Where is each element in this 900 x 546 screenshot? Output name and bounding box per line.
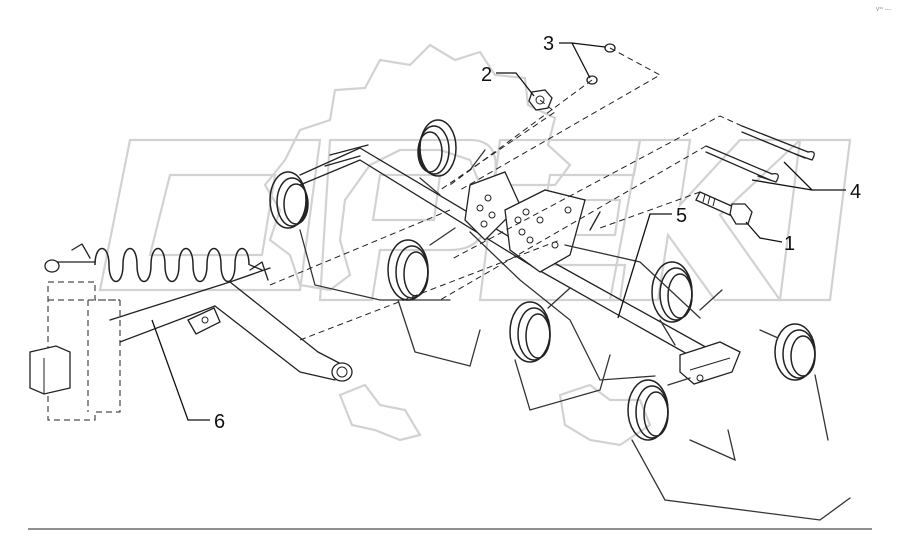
watermark-gear: [263, 43, 652, 447]
mounting-bracket: [29, 281, 121, 421]
tine-wire: [469, 231, 656, 381]
tine-coil: [759, 323, 829, 441]
callout-4: 4: [850, 181, 861, 203]
tine-wire: [564, 244, 701, 319]
callout-1: 1: [784, 233, 795, 255]
bracket-plates: [464, 171, 601, 273]
tine-coil: [651, 261, 723, 346]
callout-5: 5: [676, 205, 687, 227]
spring-pin: [741, 125, 815, 161]
leader-lines: [151, 42, 846, 421]
callout-2: 2: [481, 64, 492, 86]
corner-mark: V°° ----: [876, 7, 892, 13]
tine-coil: [269, 171, 451, 301]
tension-spring: [44, 243, 263, 283]
callout-3: 3: [543, 33, 554, 55]
tine-coil: [509, 287, 611, 411]
callouts: 1 2 3 4 5 6: [214, 33, 861, 433]
spring-tines: [269, 119, 851, 521]
spring-pin: [705, 145, 779, 183]
hardware: [528, 43, 815, 225]
tine-holder-bar: [299, 144, 741, 385]
tine-coil: [387, 227, 481, 367]
tine-coil: [627, 377, 851, 521]
callout-6: 6: [214, 411, 225, 433]
assembly-lines: [269, 47, 743, 341]
tine-coil: [417, 119, 486, 196]
